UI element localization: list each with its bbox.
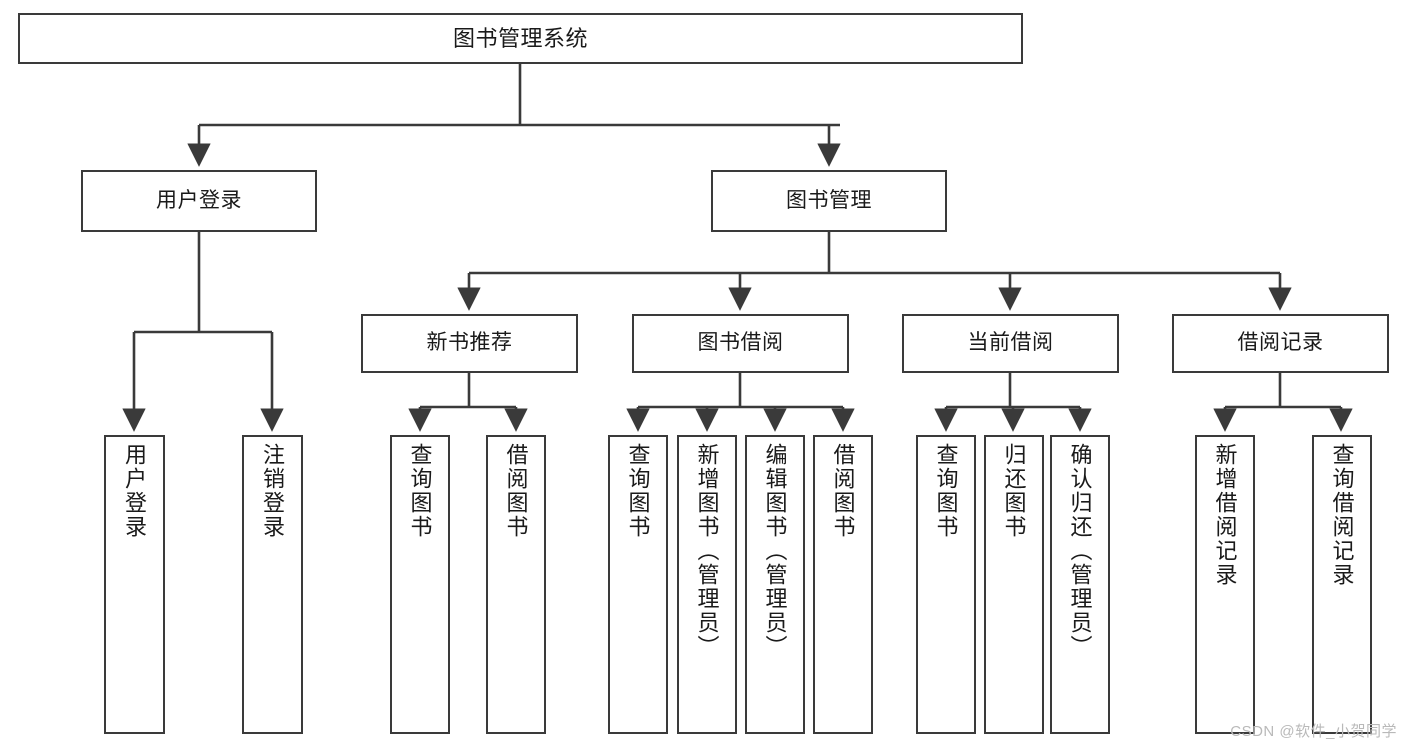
leaf-user-login-login[interactable]: 用户登录 <box>104 435 165 734</box>
csdn-watermark: CSDN @软件_小贺同学 <box>1230 723 1397 740</box>
node-label: 用户登录 <box>122 443 148 539</box>
leaf-user-login-logout[interactable]: 注销登录 <box>242 435 303 734</box>
node-label: 图书管理 <box>786 188 872 212</box>
leaf-new-book-query-books[interactable]: 查询图书 <box>390 435 450 734</box>
node-label: 查询借阅记录 <box>1329 443 1355 587</box>
leaf-borrow-record-query-record[interactable]: 查询借阅记录 <box>1312 435 1372 734</box>
node-label: 注销登录 <box>260 443 286 539</box>
leaf-book-borrow-add-book-admin[interactable]: 新增图书（管理员） <box>677 435 737 734</box>
node-label: 图书管理系统 <box>452 25 588 51</box>
leaf-current-borrow-confirm-return-admin[interactable]: 确认归还（管理员） <box>1050 435 1110 734</box>
node-current-borrowing[interactable]: 当前借阅 <box>902 314 1119 373</box>
node-book-management[interactable]: 图书管理 <box>711 170 947 232</box>
node-label: 查询图书 <box>625 443 651 539</box>
node-label: 新书推荐 <box>426 331 513 355</box>
node-label: 查询图书 <box>933 443 959 539</box>
node-label: 新增借阅记录 <box>1212 443 1238 587</box>
node-user-login[interactable]: 用户登录 <box>81 170 317 232</box>
node-borrowing-record[interactable]: 借阅记录 <box>1172 314 1389 373</box>
node-book-borrowing[interactable]: 图书借阅 <box>632 314 849 373</box>
leaf-current-borrow-return-books[interactable]: 归还图书 <box>984 435 1044 734</box>
node-new-book-recommendation[interactable]: 新书推荐 <box>361 314 578 373</box>
node-label: 编辑图书（管理员） <box>762 443 788 659</box>
node-label: 查询图书 <box>407 443 433 539</box>
node-label: 借阅图书 <box>830 443 856 539</box>
leaf-new-book-borrow-books[interactable]: 借阅图书 <box>486 435 546 734</box>
leaf-current-borrow-query-books[interactable]: 查询图书 <box>916 435 976 734</box>
leaf-borrow-record-add-record[interactable]: 新增借阅记录 <box>1195 435 1255 734</box>
node-label: 归还图书 <box>1001 443 1027 539</box>
node-label: 用户登录 <box>156 188 242 212</box>
node-root-book-management-system[interactable]: 图书管理系统 <box>18 13 1023 64</box>
node-label: 图书借阅 <box>697 331 784 355</box>
leaf-book-borrow-edit-book-admin[interactable]: 编辑图书（管理员） <box>745 435 805 734</box>
leaf-book-borrow-borrow-books[interactable]: 借阅图书 <box>813 435 873 734</box>
leaf-book-borrow-query-books[interactable]: 查询图书 <box>608 435 668 734</box>
node-label: 借阅记录 <box>1237 331 1324 355</box>
node-label: 确认归还（管理员） <box>1067 443 1093 659</box>
node-label: 借阅图书 <box>503 443 529 539</box>
node-label: 新增图书（管理员） <box>694 443 720 659</box>
node-label: 当前借阅 <box>967 331 1054 355</box>
